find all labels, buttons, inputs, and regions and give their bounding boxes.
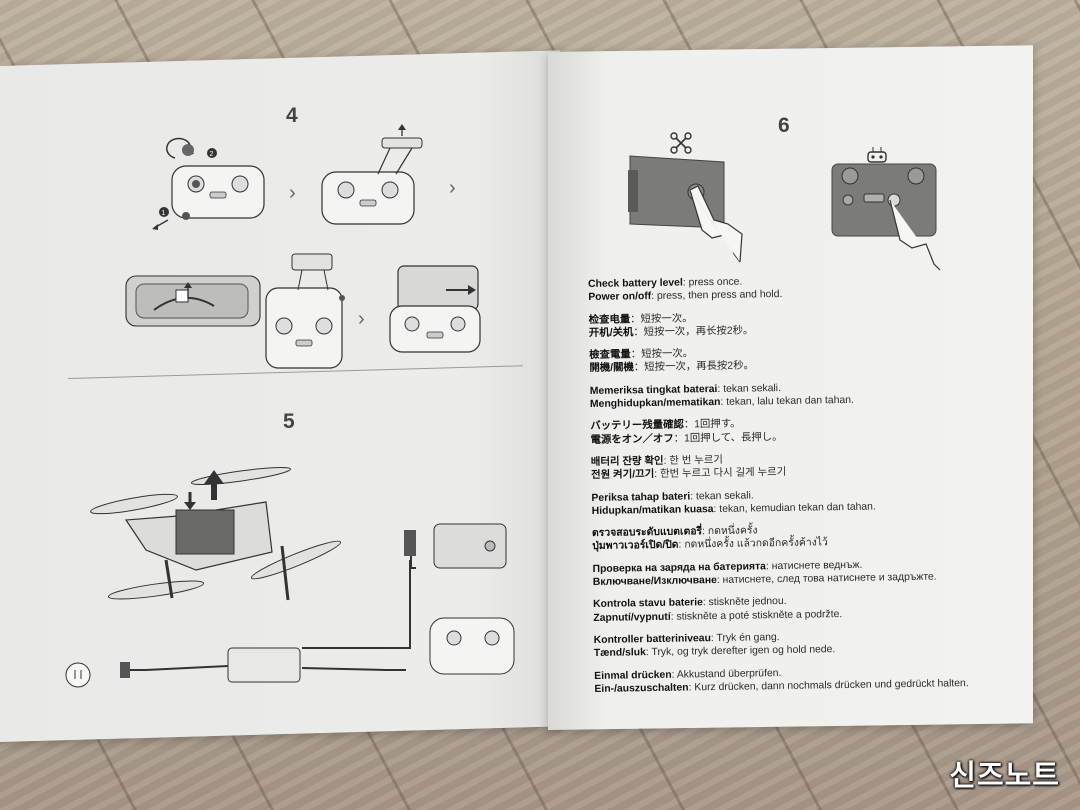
instruction-text: : Tryk én gang. — [710, 631, 780, 645]
instruction-text: ：1回押して、長押し。 — [673, 431, 783, 445]
instruction-key: Periksa tahap bateri — [591, 490, 691, 504]
instruction-entry: Einmal drücken: Akkustand überprüfen.Ein… — [594, 663, 1014, 696]
controller-extend-clamp-illustration — [321, 124, 423, 225]
instruction-text: : press, then press and hold. — [651, 289, 783, 303]
charger-hub-illustration — [65, 523, 515, 688]
instruction-entry: Memeriksa tingkat baterai: tekan sekali.… — [590, 378, 1010, 411]
instruction-text: : stiskněte a poté stiskněte a podržte. — [670, 608, 843, 623]
arrow-4b: › — [449, 177, 456, 199]
instruction-text: : press once. — [682, 276, 743, 289]
instruction-entry: 检查电量：短按一次。开机/关机：短按一次，再长按2秒。 — [589, 307, 1009, 340]
battery-press-illustration — [628, 155, 743, 263]
instruction-entry: Kontroller batteriniveau: Tryk én gang. T… — [594, 627, 1014, 660]
instruction-key: 检查电量 — [588, 313, 631, 326]
instruction-key: 开机/关机 — [588, 327, 634, 339]
instruction-key: Tænd/sluk — [593, 647, 646, 660]
instruction-text: ：短按一次。 — [630, 348, 694, 361]
instruction-key: 開機/關機 — [589, 362, 634, 375]
instruction-entry: Kontrola stavu baterie: stiskněte jednou… — [593, 592, 1013, 625]
instruction-key: Проверка на заряда на батерията — [592, 560, 766, 575]
step-6-number: 6 — [778, 114, 790, 137]
instruction-key: 檢查電量 — [589, 349, 631, 362]
instruction-entry: Проверка на заряда на батерията: натисне… — [592, 556, 1012, 589]
instruction-text: ：短按一次。 — [630, 312, 693, 325]
instruction-key: Ein-/auszuschalten — [594, 682, 689, 695]
instruction-entry: Periksa tahap bateri: tekan sekali.Hidup… — [591, 485, 1011, 518]
remote-controller-icon — [867, 147, 887, 163]
instruction-key: Memeriksa tingkat baterai — [589, 383, 718, 397]
instruction-key: 배터리 잔량 확인 — [590, 455, 664, 468]
instruction-text: : натиснете, след това натиснете и задръ… — [716, 571, 937, 587]
arrow-4c: › — [358, 308, 365, 330]
instruction-text: : Akkustand überprüfen. — [671, 667, 782, 681]
callout-2: 2 — [210, 151, 214, 158]
instruction-entry: バッテリー残量確認：1回押す。電源をオン／オフ：1回押して、長押し。 — [590, 414, 1010, 447]
callout-1: 1 — [162, 210, 166, 217]
instruction-text: : 한번 누르고 다시 길게 누르기 — [654, 467, 787, 481]
instruction-key: Menghidupkan/mematikan — [589, 397, 721, 411]
instruction-key: Check battery level — [588, 277, 683, 290]
cable-stow-detail-illustration — [125, 275, 261, 327]
instruction-text: : 한 번 누르기 — [663, 454, 724, 467]
controller-power-press-illustration — [831, 163, 941, 271]
instruction-text: : กดหนึ่งครั้ง แล้วกดอีกครั้งค้างไว้ — [678, 537, 828, 552]
step-5-number: 5 — [283, 410, 295, 433]
instruction-text: : stiskněte jednou. — [702, 596, 787, 609]
instruction-text: : tekan, kemudian tekan dan tahan. — [713, 501, 876, 515]
instruction-text: : Tryk, og tryk derefter igen og hold ne… — [645, 644, 836, 659]
instruction-key: ตรวจสอบระดับแบตเตอรี่ — [591, 526, 703, 540]
controller-mount-phone-illustration — [389, 265, 481, 353]
drone-battery-insert-illustration — [90, 466, 342, 601]
instruction-key: Включване/Изключване — [592, 575, 717, 589]
instruction-text: : Kurz drücken, dann nochmals drücken un… — [688, 677, 969, 694]
instruction-key: 電源をオン／オフ — [590, 433, 674, 446]
instruction-key: Zapnutí/vypnutí — [593, 611, 671, 624]
power-instructions: Check battery level: press once. Power on… — [588, 271, 1015, 705]
instruction-entry: Check battery level: press once. Power on… — [588, 271, 1008, 304]
instruction-text: ：短按一次，再长按2秒。 — [633, 325, 754, 339]
arrow-4a: › — [289, 182, 296, 204]
drone-icon — [670, 132, 692, 154]
instruction-key: ปุ่มพาวเวอร์เปิด/ปิด — [592, 540, 679, 553]
instruction-text: : натиснете веднъж. — [765, 559, 863, 572]
instruction-key: Power on/off — [588, 291, 652, 304]
instruction-key: 전원 켜기/끄기 — [591, 469, 655, 482]
instruction-text: : tekan, lalu tekan dan tahan. — [720, 394, 854, 409]
instruction-key: Kontroller batteriniveau — [593, 633, 711, 646]
step-4-number: 4 — [286, 104, 298, 127]
instruction-key: バッテリー残量確認 — [590, 419, 684, 433]
instruction-text: : tekan sekali. — [717, 382, 782, 395]
blog-watermark: 신즈노트 — [949, 760, 1060, 792]
instruction-entry: ตรวจสอบระดับแบตเตอรี่: กดหนึ่งครั้งปุ่มพ… — [592, 521, 1012, 554]
controller-remove-sticks-illustration: 2 1 — [152, 137, 265, 230]
instruction-key: Einmal drücken — [594, 669, 672, 682]
instruction-text: ：短按一次，再長按2秒。 — [633, 360, 755, 374]
controller-connect-cable-illustration — [265, 253, 345, 369]
instruction-entry: 檢查電量：短按一次。開機/關機：短按一次，再長按2秒。 — [589, 343, 1009, 376]
instruction-key: Hidupkan/matikan kuasa — [591, 503, 714, 517]
instruction-text: : tekan sekali. — [690, 489, 754, 502]
instruction-text: ：1回押す。 — [683, 418, 741, 431]
instruction-key: Kontrola stavu baterie — [593, 597, 703, 611]
instruction-text: : กดหนึ่งครั้ง — [702, 525, 758, 538]
